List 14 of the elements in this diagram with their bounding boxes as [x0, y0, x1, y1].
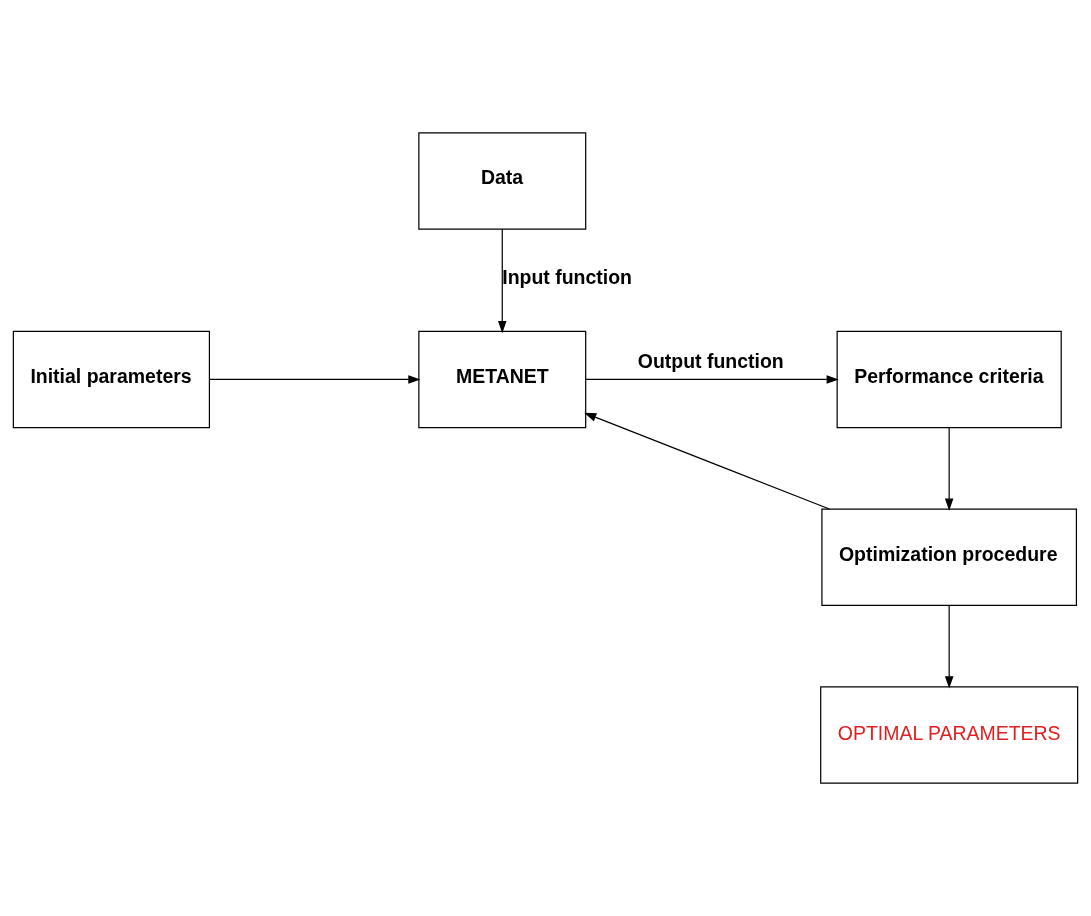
- node-box: Initial parameters: [12, 330, 210, 429]
- node-box: Data: [418, 132, 587, 230]
- node-box: Optimization procedure: [821, 508, 1078, 606]
- arrow: [585, 375, 839, 384]
- arrow: [584, 412, 830, 510]
- arrow: [498, 228, 507, 334]
- node-box: Performance criteria: [836, 330, 1062, 429]
- node-box: OPTIMAL PARAMETERS: [820, 686, 1079, 784]
- edge-label: Output function: [637, 350, 784, 373]
- arrow: [944, 604, 954, 689]
- arrow: [208, 375, 421, 384]
- arrow: [944, 427, 954, 511]
- node-box: METANET: [418, 330, 587, 429]
- edge-label: Input function: [502, 265, 633, 288]
